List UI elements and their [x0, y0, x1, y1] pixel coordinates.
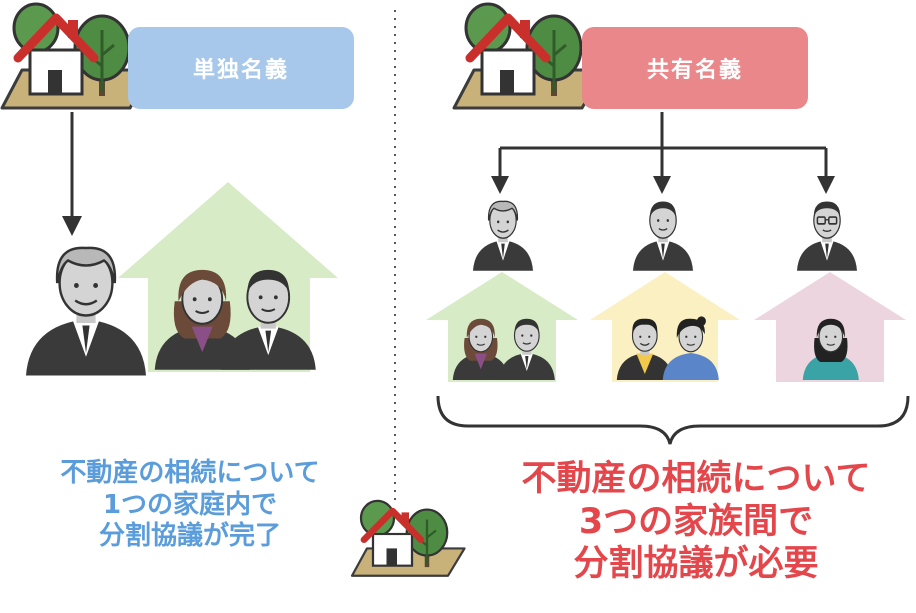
arrow-down-icon: [62, 112, 82, 236]
left-caption: 不動産の相続について 1つの家庭内で 分割協議が完了: [20, 458, 360, 553]
left-caption-line-2: 1つの家庭内で: [102, 489, 278, 520]
sole-ownership-label: 単独名義: [128, 27, 354, 109]
joint-ownership-label: 共有名義: [582, 27, 808, 109]
right-caption-line-2: 3つの家族間で: [578, 501, 814, 542]
left-caption-line-3: 分割協議が完了: [98, 521, 281, 552]
left-caption-line-1: 不動産の相続について: [60, 458, 320, 488]
green-house-shape: [118, 182, 338, 372]
oldman-heir-avatar: [472, 200, 534, 272]
right-caption-line-1: 不動産の相続について: [521, 459, 871, 499]
curly-brace: [436, 395, 910, 445]
oldman-avatar: [24, 246, 148, 377]
property-icon-bottom: [352, 501, 465, 576]
right-caption: 不動産の相続について 3つの家族間で 分割協議が必要: [480, 458, 912, 586]
right-caption-line-3: 分割協議が必要: [573, 544, 819, 585]
man-heir-avatar: [632, 200, 694, 272]
green-house-small: [426, 272, 578, 382]
glasses-heir-avatar: [796, 200, 858, 272]
yellow-house-small: [590, 272, 740, 382]
split-arrows-icon: [498, 112, 828, 178]
